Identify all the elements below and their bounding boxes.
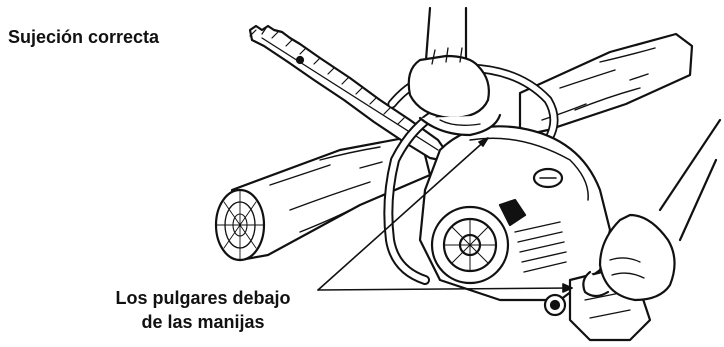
callout-line-1: Los pulgares debajo	[88, 286, 318, 310]
thumbs-callout: Los pulgares debajo de las manijas	[88, 286, 318, 334]
figure-title: Sujeción correcta	[8, 27, 159, 48]
callout-line-2: de las manijas	[88, 310, 318, 334]
log-upper	[520, 34, 692, 136]
